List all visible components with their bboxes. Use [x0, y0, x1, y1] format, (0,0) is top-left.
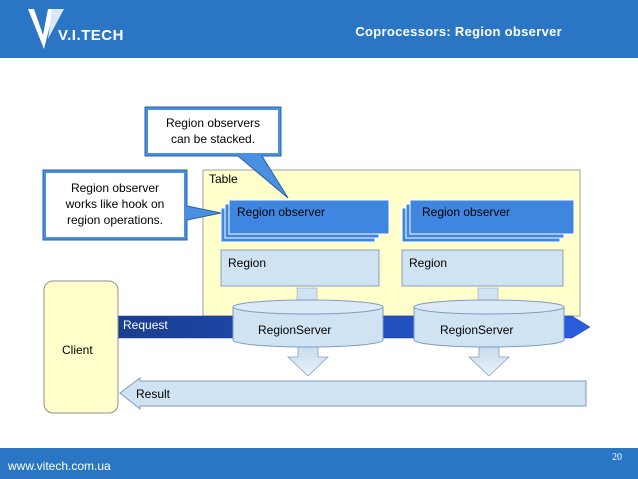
header-bar: V.I.TECH Coprocessors: Region observer — [0, 0, 638, 58]
observer-box-right — [409, 199, 575, 235]
table-box — [202, 169, 581, 317]
request-label: Request — [123, 318, 168, 332]
client-label: Client — [62, 343, 93, 357]
region-label-right: Region — [409, 256, 448, 270]
observer-label-left: Region observer — [237, 205, 326, 219]
client-box — [43, 280, 119, 414]
result-arrow — [119, 377, 587, 411]
callout-hook-line-1: Region observer — [70, 181, 160, 195]
callout-hook-line-3: region operations. — [66, 213, 164, 227]
observer-label-right: Region observer — [422, 205, 511, 219]
callout-stacked-line-2: can be stacked. — [170, 132, 256, 146]
callout-stacked-line-1: Region observers — [165, 116, 261, 130]
region-box-right — [401, 249, 564, 287]
regionserver-cylinder-left — [232, 299, 384, 348]
regionserver-cylinder-right — [413, 299, 565, 348]
callout-stacked-text: Region observers can be stacked. — [148, 115, 278, 147]
logo-text: V.I.TECH — [58, 27, 124, 44]
footer-url: www.vitech.com.ua — [8, 459, 111, 473]
down-arrow-right — [467, 345, 511, 377]
page-number: 20 — [612, 452, 622, 463]
connector-left — [296, 287, 318, 301]
region-label-left: Region — [228, 256, 267, 270]
observer-box-left — [228, 199, 390, 235]
callout-hook-line-2: works like hook on — [65, 197, 165, 211]
table-label: Table — [209, 172, 238, 186]
regionserver-label-left: RegionServer — [258, 323, 332, 337]
regionserver-label-right: RegionServer — [440, 323, 514, 337]
connector-right — [477, 287, 499, 301]
down-arrow-left — [286, 345, 330, 377]
callout-hook-text: Region observer works like hook on regio… — [46, 180, 184, 228]
slide-title: Coprocessors: Region observer — [355, 24, 562, 39]
region-box-left — [220, 249, 380, 287]
footer-bar: www.vitech.com.ua 20 — [0, 448, 638, 479]
vitech-logo-icon — [28, 9, 64, 49]
result-label: Result — [136, 387, 171, 401]
